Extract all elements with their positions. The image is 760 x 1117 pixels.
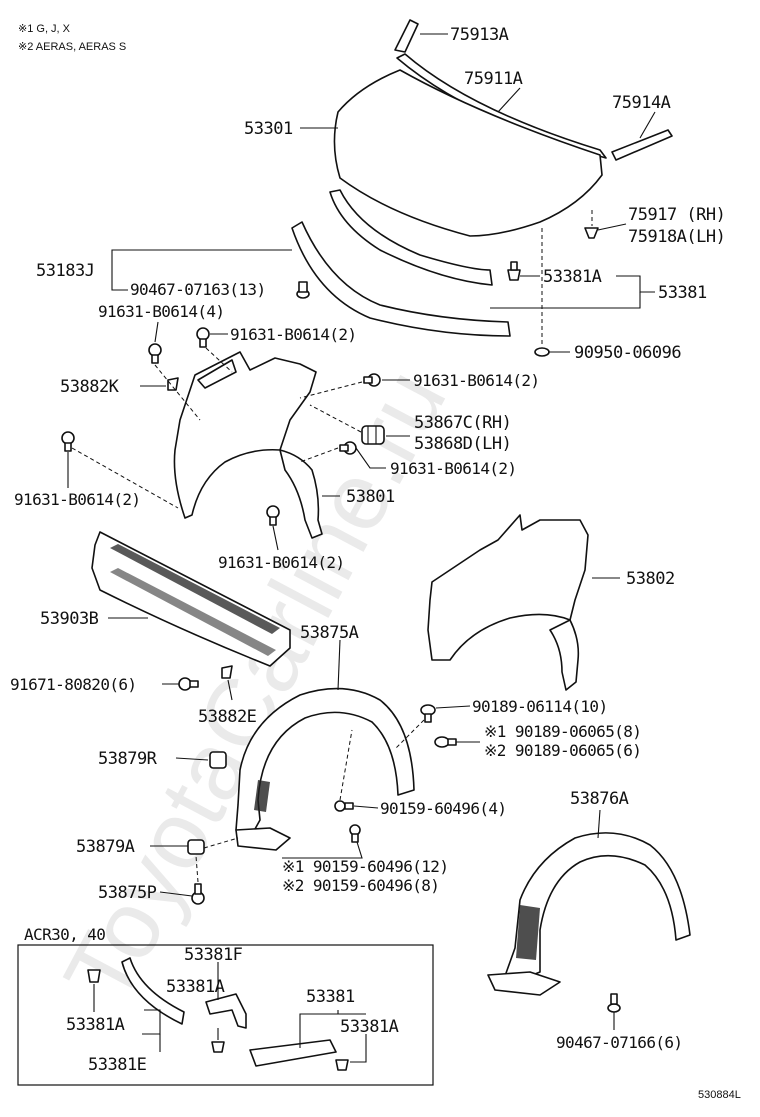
- label-91631-a: 91631-B0614(4): [98, 302, 224, 321]
- inset-53381E-strip-shape: [121, 957, 185, 1025]
- label-53381-top: 53381: [658, 283, 707, 303]
- part-53876A-liner-shape: [487, 832, 691, 996]
- inset-53381F-shape: [205, 993, 247, 1029]
- diagram-code: 530884L: [698, 1089, 741, 1101]
- part-53903B-absorber-shape: [91, 531, 291, 667]
- label-75918A: 75918A(LH): [628, 227, 725, 247]
- part-75914A-shape: [611, 129, 673, 161]
- label-53802: 53802: [626, 569, 675, 589]
- label-53183J: 53183J: [36, 261, 94, 281]
- clip-53875P-shape: [191, 883, 205, 905]
- clip-90189-06065-shape: [434, 736, 457, 748]
- bolt-91631-a-shape: [148, 343, 162, 364]
- inset-clip-c-shape: [335, 1059, 349, 1071]
- clip-90189-06114-shape: [420, 704, 436, 723]
- part-75917-clip-shape: [584, 210, 599, 239]
- label-90467-07166: 90467-07166(6): [556, 1033, 682, 1052]
- label-53879A: 53879A: [76, 837, 135, 857]
- screw-90159-a-shape: [334, 800, 354, 812]
- note-2: ※2 AERAS, AERAS S: [18, 41, 126, 53]
- label-53381A-top: 53381A: [543, 267, 602, 287]
- label-90189-06114: 90189-06114(10): [472, 697, 608, 716]
- part-53875A-liner-shape: [235, 687, 415, 851]
- label-53879R: 53879R: [98, 749, 158, 769]
- label-53875P: 53875P: [98, 883, 157, 903]
- bolt-91631-f-shape: [266, 505, 280, 526]
- label-53876A: 53876A: [570, 789, 629, 809]
- bolt-91631-e-shape: [61, 431, 75, 452]
- part-53301-hood-shape: [333, 69, 603, 237]
- label-53875A: 53875A: [300, 623, 359, 643]
- label-75913A: 75913A: [450, 25, 509, 45]
- inset-clip-a-shape: [87, 969, 101, 983]
- plug-90950-shape: [534, 228, 550, 357]
- part-53801-fender-shape: [173, 351, 323, 539]
- label-53381F: 53381F: [184, 945, 243, 965]
- label-91631-b: 91631-B0614(2): [230, 325, 356, 344]
- inset-title: ACR30, 40: [24, 925, 105, 944]
- inset-clip-b-shape: [211, 1041, 225, 1053]
- part-53381-seal-shape: [329, 189, 493, 286]
- label-53882E: 53882E: [198, 707, 257, 727]
- dash-line: [203, 837, 239, 849]
- bolt-91631-b-shape: [196, 327, 210, 348]
- label-53381A-inset-1: 53381A: [166, 977, 225, 997]
- label-91671: 91671-80820(6): [10, 675, 136, 694]
- label-75911A: 75911A: [464, 69, 523, 89]
- dash-line: [299, 381, 363, 399]
- label-53882K: 53882K: [60, 377, 120, 397]
- label-53801: 53801: [346, 487, 395, 507]
- part-53802-fender-shape: [427, 514, 589, 691]
- label-53301: 53301: [244, 119, 293, 139]
- screw-90159-b-shape: [349, 824, 361, 843]
- clip-90467-07166-shape: [607, 993, 621, 1013]
- label-53381A-inset-2: 53381A: [66, 1015, 125, 1035]
- dash-line: [339, 729, 353, 801]
- label-90950: 90950-06096: [574, 343, 681, 363]
- clip-53879A-shape: [187, 839, 205, 855]
- label-91631-f: 91631-B0614(2): [218, 553, 344, 572]
- clip-53867C-shape: [361, 425, 385, 445]
- inset-53381-seal-shape: [249, 1039, 337, 1067]
- label-90159-8: ※2 90159-60496(8): [282, 876, 439, 895]
- label-75914A: 75914A: [612, 93, 671, 113]
- label-75917: 75917 (RH): [628, 205, 725, 225]
- part-53183J-strip-shape: [291, 221, 511, 337]
- label-91631-e: 91631-B0614(2): [14, 490, 140, 509]
- label-91631-d: 91631-B0614(2): [390, 459, 516, 478]
- label-53381E: 53381E: [88, 1055, 147, 1075]
- label-90159-4: 90159-60496(4): [380, 799, 506, 818]
- bolt-90467-07163-shape: [296, 281, 310, 299]
- inset-box: [17, 944, 434, 1086]
- bolt-91631-c-shape: [363, 373, 381, 387]
- clip-53879R-shape: [209, 751, 227, 769]
- clip-53882K-shape: [167, 377, 179, 391]
- label-53868D: 53868D(LH): [414, 434, 511, 454]
- dash-line: [205, 347, 233, 373]
- dash-line: [309, 404, 362, 433]
- dash-line: [71, 447, 179, 509]
- label-53381-inset: 53381: [306, 987, 355, 1007]
- clip-53882E-shape: [221, 665, 233, 679]
- label-90189-06065-2: ※2 90189-06065(6): [484, 741, 641, 760]
- dash-line: [195, 855, 199, 883]
- note-1: ※1 G, J, X: [18, 23, 71, 35]
- dash-line: [154, 364, 201, 421]
- label-90159-12: ※1 90159-60496(12): [282, 857, 448, 876]
- part-75913A-shape: [394, 19, 419, 53]
- clip-53381A-top-shape: [507, 261, 521, 281]
- label-91631-c: 91631-B0614(2): [413, 371, 539, 390]
- label-53381A-inset-3: 53381A: [340, 1017, 399, 1037]
- leader-lines: [67, 33, 656, 1063]
- label-53903B: 53903B: [40, 609, 99, 629]
- label-90189-06065-1: ※1 90189-06065(8): [484, 722, 641, 741]
- label-90467-07163: 90467-07163(13): [130, 280, 266, 299]
- label-53867C: 53867C(RH): [414, 413, 511, 433]
